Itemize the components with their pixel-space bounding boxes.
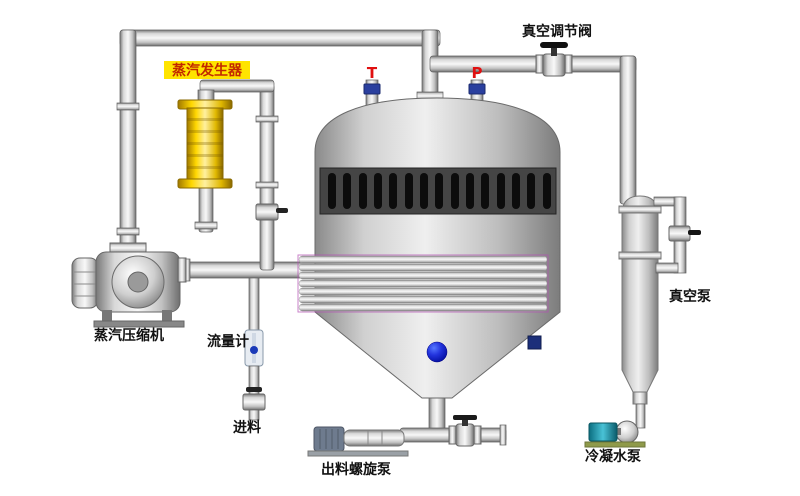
valve-flange xyxy=(564,54,573,74)
generator-bottom-flange xyxy=(177,178,233,189)
feed-pipe-stub xyxy=(248,409,260,421)
discharge-screw-pump-unit xyxy=(307,426,409,457)
valve-flange xyxy=(473,425,482,445)
generator-rib xyxy=(187,142,223,145)
condensate-pump-motor xyxy=(588,422,618,442)
steam-generator-label-highlight xyxy=(164,61,250,79)
valve-flange xyxy=(448,425,457,445)
condenser-mid-flange xyxy=(618,251,662,260)
valve-handle xyxy=(540,42,568,48)
flange-collar xyxy=(194,221,218,230)
piping-network xyxy=(116,29,637,446)
steam-compressor-label: 蒸汽压缩机 xyxy=(94,327,164,344)
valve-handle xyxy=(276,208,288,213)
heating-tube xyxy=(298,287,548,296)
pipe-right-horizontal xyxy=(429,55,637,73)
flange-collar xyxy=(499,424,507,446)
pressure-sensor-device xyxy=(468,83,486,95)
steam-generator-label: 蒸汽发生器 xyxy=(172,62,243,79)
valve-flange xyxy=(535,54,544,74)
valve-stem xyxy=(551,48,557,56)
vacuum-regulating-valve-label: 真空调节阀 xyxy=(522,23,592,40)
sensor-body xyxy=(468,83,486,95)
pipe-steam-line-vertical xyxy=(259,83,275,271)
feed-valve-handle xyxy=(246,387,262,392)
pipe-generator-top-run xyxy=(199,79,275,93)
vacuum-pump-label: 真空泵 xyxy=(669,288,711,305)
compressor-leg xyxy=(162,310,172,322)
screw-pump-motor xyxy=(313,426,345,452)
generator-shell xyxy=(186,107,224,181)
tube-bundle-outline xyxy=(297,254,549,313)
discharge-screw-pump-label: 出料螺旋泵 xyxy=(321,461,391,478)
temperature-sensor-label: T xyxy=(367,64,378,82)
vacuum-regulating-valve-device xyxy=(535,42,573,77)
evaporator-vessel xyxy=(297,97,561,399)
pressure-sensor-label: P xyxy=(472,64,483,82)
vent-slots xyxy=(328,173,551,209)
screw-pump-barrel xyxy=(343,429,405,447)
valve-body xyxy=(255,203,279,221)
pipe-left-riser xyxy=(119,29,137,249)
pipe-condenser-downcomer xyxy=(619,55,637,205)
heating-tube xyxy=(298,271,548,280)
diagram-labels: 蒸汽发生器 真空调节阀 T P 蒸汽压缩机 流量计 进料 出料螺旋泵 冷凝水泵 … xyxy=(94,23,711,478)
condenser-outlet-pipe xyxy=(635,403,646,429)
valve-stem xyxy=(462,420,468,426)
flow-meter-feed-line xyxy=(242,277,266,421)
compressor-motor xyxy=(71,257,99,309)
heating-tube xyxy=(298,303,548,312)
flow-meter-float xyxy=(250,346,258,354)
generator-rib xyxy=(187,130,223,133)
heating-tube xyxy=(298,295,548,304)
vacuum-valve-handle xyxy=(688,230,701,235)
steam-generator-unit xyxy=(177,99,233,189)
compressor-leg xyxy=(102,310,112,322)
heating-tube xyxy=(298,279,548,288)
heating-tube xyxy=(298,263,548,272)
bottom-discharge-valve xyxy=(448,415,482,447)
cone-side-sensor xyxy=(527,335,542,350)
condensate-pump-shaft xyxy=(615,428,621,435)
condenser-neck xyxy=(632,391,648,405)
generator-rib xyxy=(187,166,223,169)
feed-inlet-label: 进料 xyxy=(233,419,261,436)
steam-compressor-unit xyxy=(71,242,187,328)
compressor-hub xyxy=(127,271,149,293)
screw-pump-base xyxy=(307,450,409,457)
valve-body xyxy=(455,423,475,447)
feed-valve-body xyxy=(242,393,266,411)
temperature-sensor-device xyxy=(363,83,381,95)
pipe-top-horizontal xyxy=(119,29,441,47)
condenser-shell xyxy=(621,195,659,395)
flange-collar xyxy=(255,181,279,189)
vacuum-valve-body xyxy=(668,225,691,242)
condensate-pump-label: 冷凝水泵 xyxy=(585,448,641,465)
valve-handle xyxy=(453,415,477,420)
heating-tube xyxy=(298,255,548,264)
flange-collar xyxy=(255,115,279,123)
steam-line-valve xyxy=(255,203,288,221)
compressor-outlet-flange xyxy=(177,257,187,283)
condenser-column-unit xyxy=(618,195,662,429)
condenser-top-flange xyxy=(618,205,662,214)
valve-body xyxy=(542,53,566,77)
condensate-pump-base xyxy=(584,441,646,448)
sensor-body xyxy=(363,83,381,95)
flow-meter-label: 流量计 xyxy=(207,333,249,350)
vacuum-pump-line xyxy=(653,196,701,274)
feed-pipe-upper xyxy=(248,277,260,331)
generator-rib xyxy=(187,118,223,121)
flange-collar xyxy=(116,227,140,236)
compressor-base xyxy=(93,320,185,328)
heating-tube-bundle xyxy=(297,254,549,313)
vacuum-line-return xyxy=(655,262,679,274)
condensate-pump-unit xyxy=(584,420,646,448)
flange-collar xyxy=(116,102,140,111)
sight-glass-ball xyxy=(426,341,448,363)
generator-rib xyxy=(187,154,223,157)
